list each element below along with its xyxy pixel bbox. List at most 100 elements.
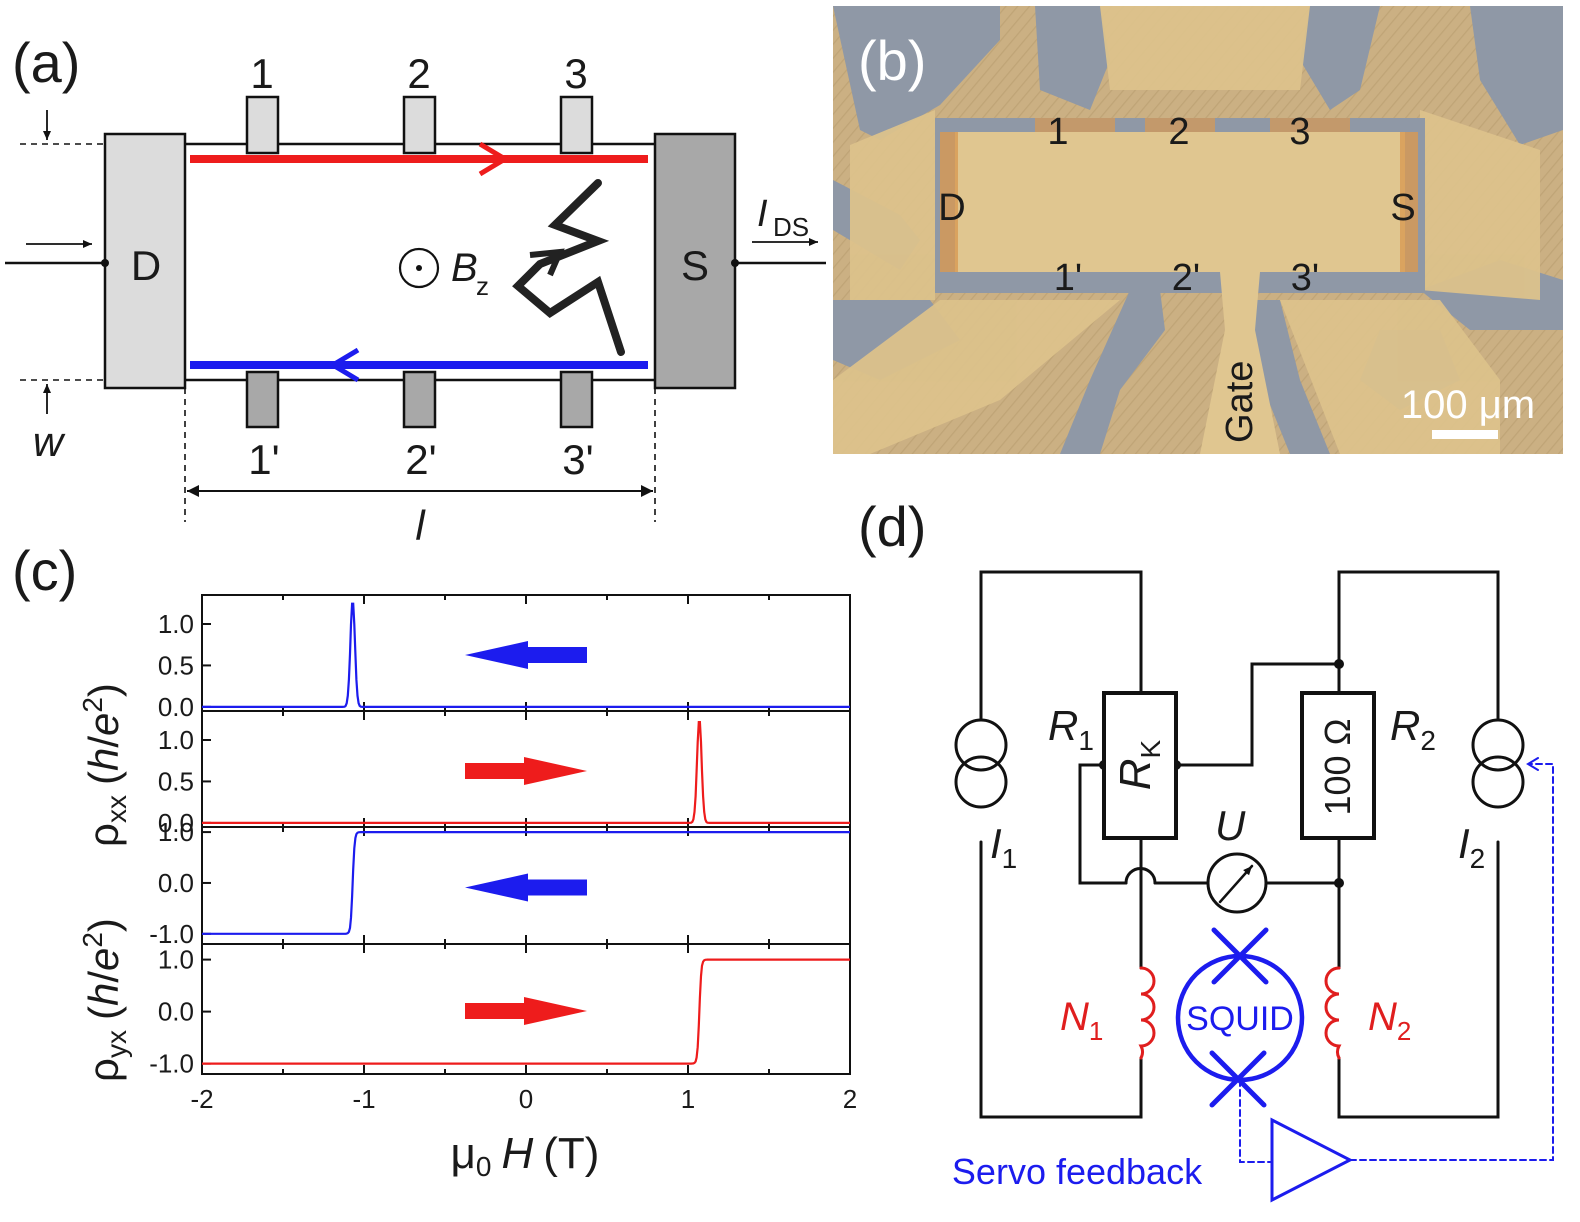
panel-b-tag: (b) — [858, 29, 926, 92]
servo-feedback-label: Servo feedback — [952, 1151, 1203, 1192]
resistivity-chart: 0.00.51.00.00.51.0-1.00.01.0-1.00.01.0-2… — [149, 594, 857, 1114]
n1-label: N1 — [1060, 995, 1103, 1046]
hall-bar-mesa — [955, 132, 1405, 272]
coil-n2 — [1324, 966, 1342, 1060]
contact-2-label: 2 — [407, 50, 430, 97]
sweep-arrow-shaft — [465, 763, 527, 779]
gold-pads — [833, 6, 1540, 454]
contact-2-prime-label: 2' — [405, 436, 436, 483]
current-label: I — [757, 193, 768, 235]
scale-bar-label: 100 μm — [1401, 383, 1535, 427]
sweep-up-arrow-icon — [524, 757, 587, 785]
contact-1 — [245, 95, 280, 155]
sweep-up-arrow-icon — [524, 997, 587, 1025]
i2-label: I2 — [1458, 820, 1485, 874]
b-field-subscript: z — [476, 271, 489, 301]
x-tick-label: -2 — [190, 1084, 213, 1114]
drain-contact — [103, 132, 187, 390]
micro-label-1: 1 — [1047, 111, 1068, 153]
contact-3-prime-label: 3' — [562, 436, 593, 483]
x-tick-label: 1 — [681, 1084, 695, 1114]
x-tick-label: 2 — [843, 1084, 857, 1114]
rho-yx-down-sweep-line — [202, 830, 850, 935]
top-edge-arrow-icon — [478, 141, 510, 177]
micro-label-gate: Gate — [1219, 361, 1261, 443]
y-tick-label: 0.0 — [158, 868, 194, 898]
micro-label-2-prime: 2' — [1172, 257, 1200, 299]
contact-1-label: 1 — [250, 50, 273, 97]
rho-yx-up-sweep-line — [202, 958, 850, 1065]
contact-1-prime-label: 1' — [248, 436, 279, 483]
current-source-2-icon — [1471, 718, 1525, 772]
panel-d-tag: (d) — [858, 495, 926, 558]
resistor-100-ohm-label: 100 Ω — [1317, 719, 1358, 816]
y-tick-label: 1.0 — [158, 725, 194, 755]
scale-bar — [1432, 430, 1498, 439]
micro-label-2: 2 — [1168, 111, 1189, 153]
drain-label: D — [131, 242, 161, 289]
source-label: S — [681, 242, 709, 289]
amplifier-icon — [1270, 1117, 1354, 1203]
current-source-1-icon — [954, 718, 1008, 772]
contact-1-prime — [245, 370, 280, 429]
b-field-label: B — [451, 246, 478, 290]
b-field-out-of-plane-icon — [398, 247, 440, 289]
svg-text:ρxx(h/e2): ρxx(h/e2) — [77, 683, 132, 847]
x-tick-label: 0 — [519, 1084, 533, 1114]
contact-3-prime — [559, 370, 594, 429]
rho-xx-up-sweep-line — [202, 720, 850, 825]
micro-label-3-prime: 3' — [1291, 257, 1319, 299]
sweep-arrow-shaft — [525, 647, 587, 663]
micro-label-3: 3 — [1289, 111, 1310, 153]
panel-a: (a) 1 2 3 1' 2' 3' D S I — [5, 31, 826, 549]
source-node — [731, 259, 739, 267]
y-tick-label: 0.0 — [158, 808, 194, 838]
micro-label-s: S — [1390, 187, 1415, 229]
bottom-edge-arrow-icon — [328, 347, 360, 383]
resistor-100-ohm — [1300, 691, 1376, 840]
y-tick-label: 0.5 — [158, 766, 194, 796]
gate-electrode — [1200, 272, 1280, 454]
contact-3 — [559, 95, 594, 155]
u-label: U — [1215, 802, 1246, 849]
length-label: l — [415, 502, 426, 549]
contact-3-label: 3 — [564, 50, 587, 97]
sweep-down-arrow-icon — [465, 641, 528, 669]
r1-label: R1 — [1048, 702, 1094, 756]
panel-a-tag: (a) — [12, 31, 80, 94]
y-tick-label: 0.0 — [158, 997, 194, 1027]
y-tick-label: 1.0 — [158, 609, 194, 639]
micro-label-d: D — [938, 187, 965, 229]
resistor-rk — [1102, 691, 1178, 840]
width-label: w — [33, 418, 66, 465]
rk-label: RK — [1111, 739, 1166, 790]
bulk-trajectory — [512, 179, 625, 356]
y-tick-label: 0.5 — [158, 650, 194, 680]
drain-node — [101, 259, 109, 267]
y-tick-label: -1.0 — [149, 1049, 194, 1079]
contact-2-prime — [402, 370, 437, 429]
micro-label-1-prime: 1' — [1054, 257, 1082, 299]
panel-b: (b) 1 2 3 D S 1' 2' 3' Gate 100 μm — [833, 6, 1563, 454]
coil-n1 — [1138, 966, 1156, 1060]
rho-xx-down-sweep-line — [202, 602, 850, 709]
trajectory-arrow-icon — [529, 248, 565, 277]
circuit-wires — [979, 570, 1500, 1119]
sweep-arrow-shaft — [465, 1003, 527, 1019]
y-tick-label: 1.0 — [158, 945, 194, 975]
svg-text:ρyx(h/e2): ρyx(h/e2) — [77, 918, 132, 1082]
sweep-down-arrow-icon — [465, 873, 528, 902]
rho-xx-axis-title: ρxx(h/e2) — [77, 683, 132, 847]
sweep-arrow-shaft — [525, 879, 587, 896]
y-tick-label: 1.0 — [158, 817, 194, 847]
current-subscript: DS — [773, 212, 809, 242]
contact-2 — [402, 95, 437, 155]
x-tick-label: -1 — [352, 1084, 375, 1114]
n2-label: N2 — [1368, 995, 1411, 1046]
josephson-junction-bottom-icon — [1209, 1050, 1267, 1108]
y-tick-label: -1.0 — [149, 919, 194, 949]
r2-label: R2 — [1390, 702, 1436, 756]
squid-label: SQUID — [1186, 1000, 1294, 1038]
